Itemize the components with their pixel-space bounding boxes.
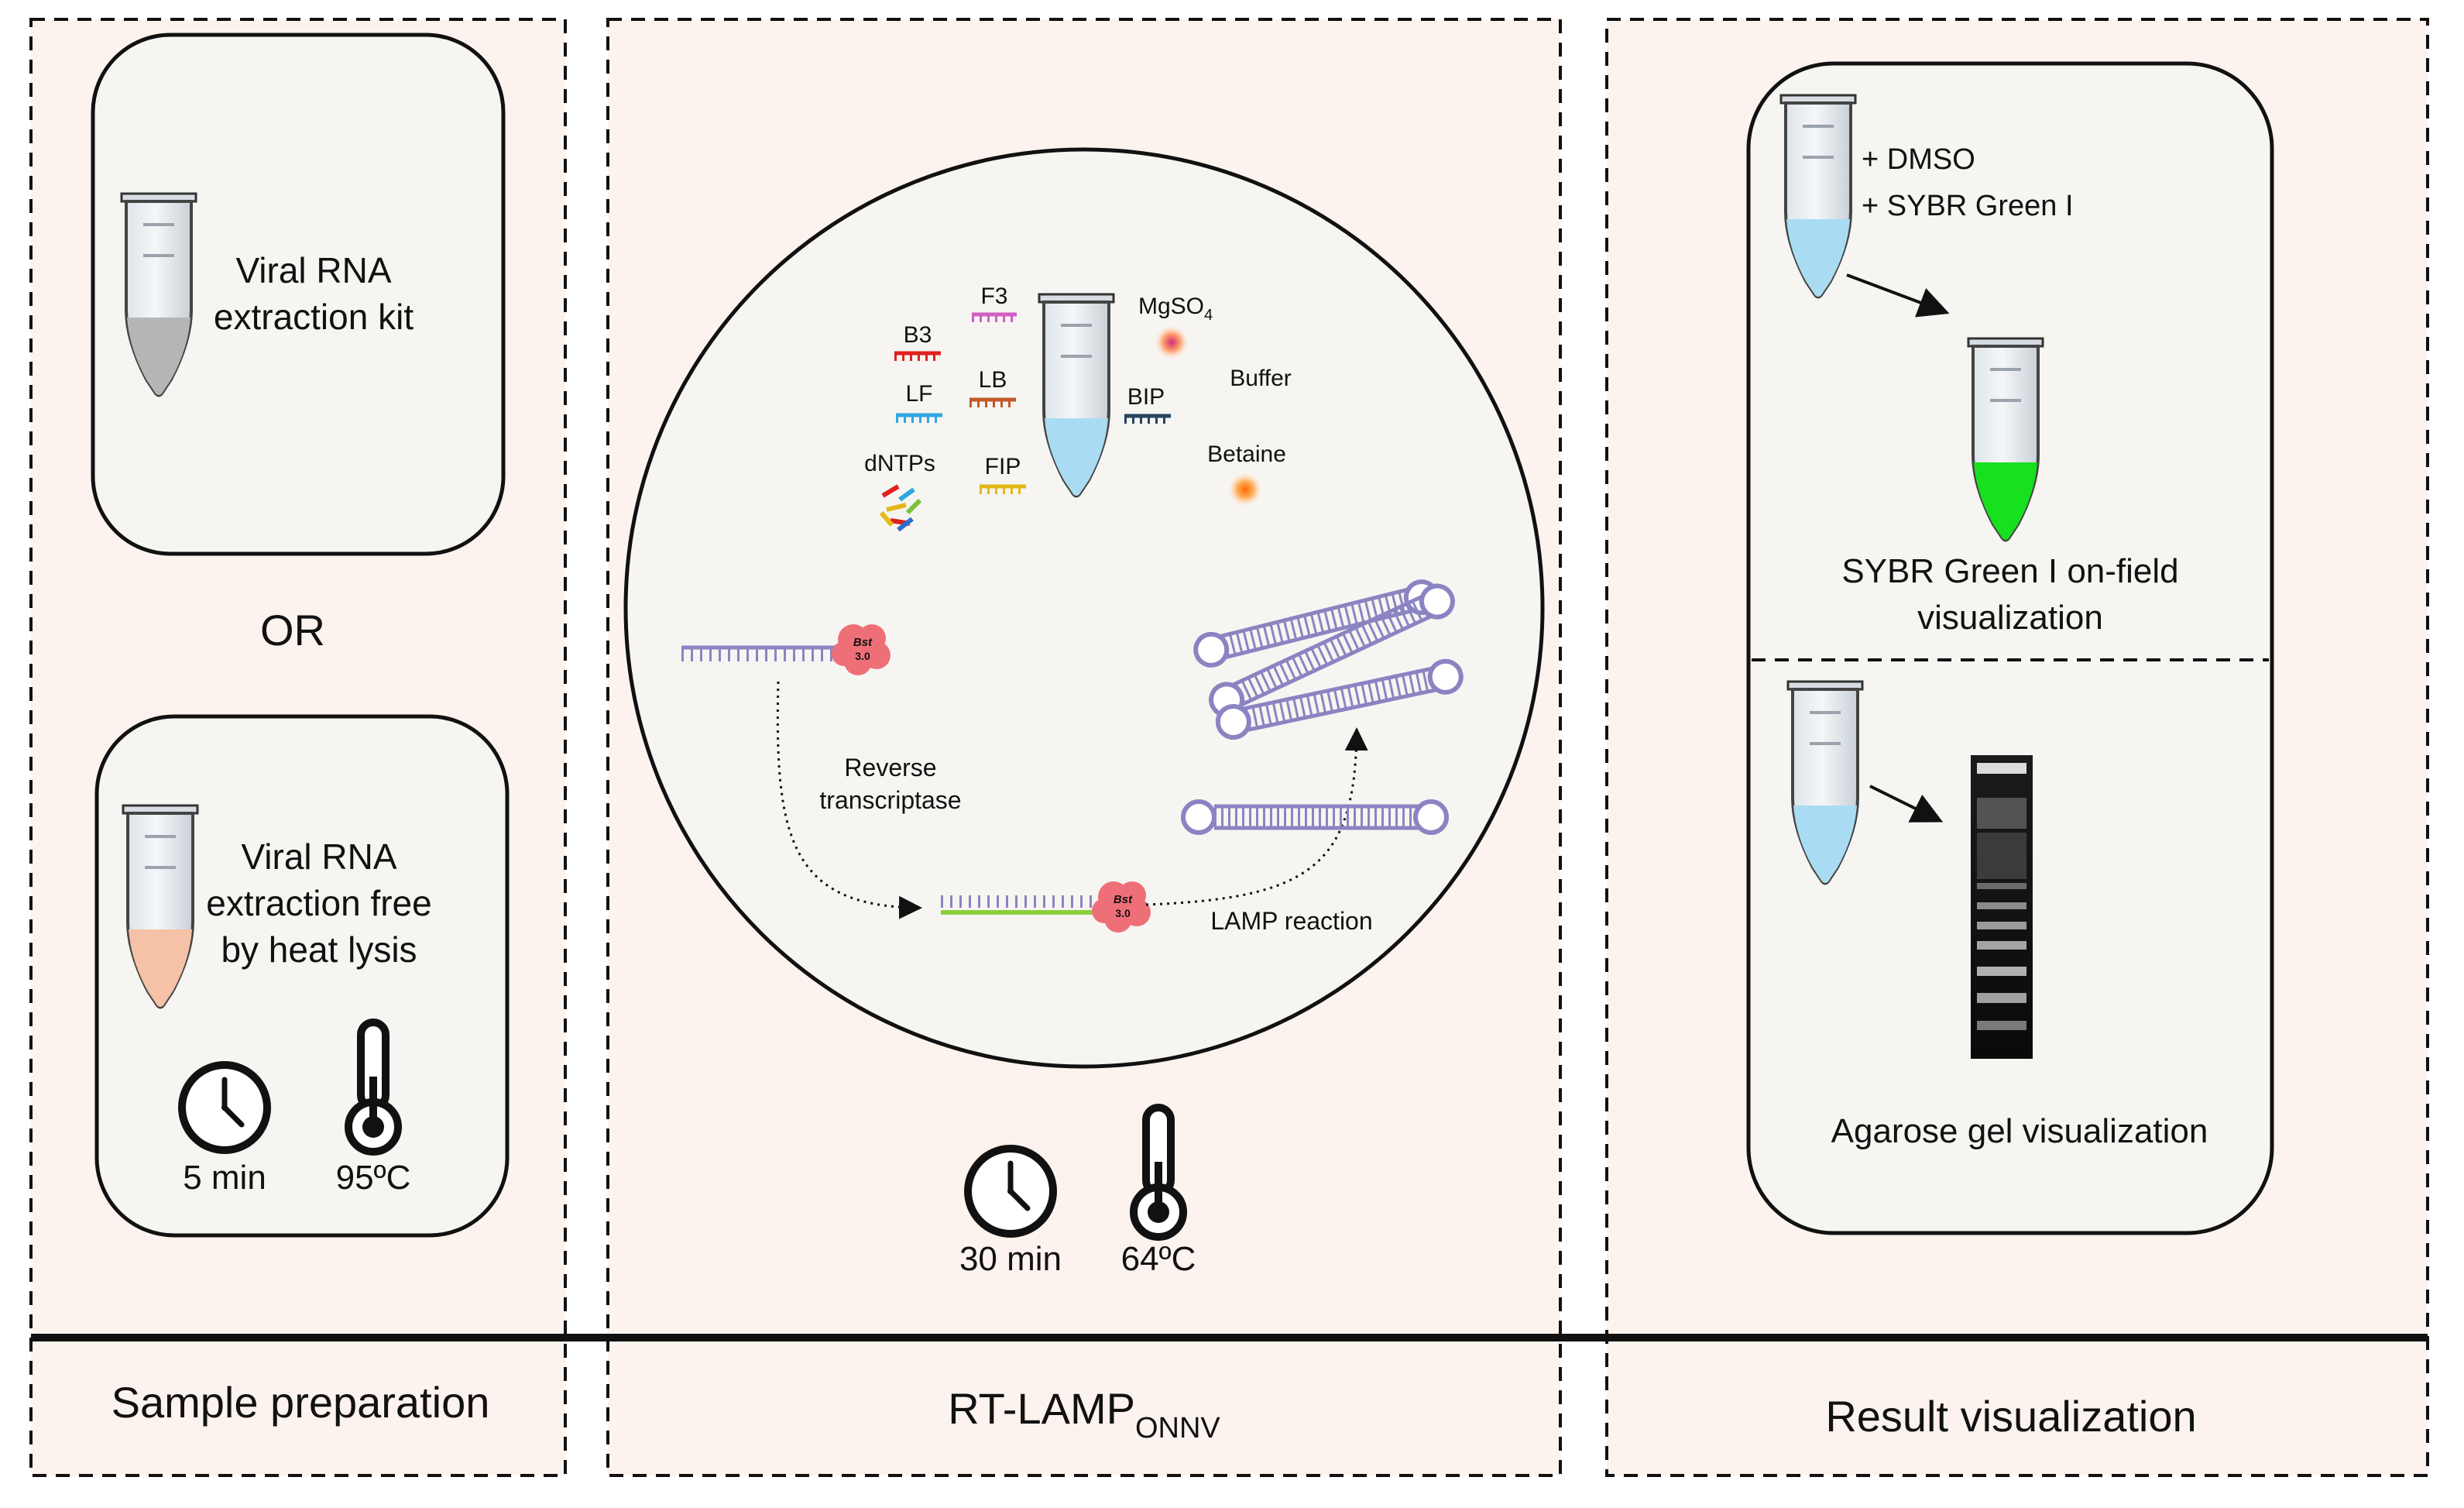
kit-box — [91, 33, 506, 556]
tube-icon — [120, 192, 197, 397]
sybr-label-line2: visualization — [1917, 599, 2103, 637]
reagent-betaine: Betaine — [1207, 441, 1286, 467]
free-label-line1: Viral RNA — [241, 836, 396, 877]
lamp-temp: 64ºC — [1121, 1240, 1196, 1278]
dumbbell-icon — [1215, 658, 1464, 740]
additive-dmso: + DMSO — [1862, 143, 1975, 176]
cdna-strand-icon — [941, 895, 1107, 915]
reaction-circle — [623, 147, 1545, 1069]
betaine-particle-icon — [1228, 472, 1262, 507]
sybr-label-line1: SYBR Green I on-field — [1841, 552, 2178, 590]
reagent-mgso4: MgSO4 — [1138, 294, 1213, 324]
tube-icon — [1038, 293, 1115, 498]
kit-label-line2: extraction kit — [214, 297, 414, 337]
reagent-buffer: Buffer — [1230, 366, 1292, 391]
primer-f3-icon — [972, 312, 1017, 322]
additive-sybr: + SYBR Green I — [1862, 190, 2074, 222]
reagent-b3: B3 — [904, 322, 932, 348]
thermometer-icon — [345, 1019, 402, 1156]
mgso4-subscript: 4 — [1204, 307, 1213, 324]
lamp-time: 30 min — [959, 1240, 1062, 1278]
mgso4-particle-icon — [1155, 325, 1189, 359]
rt-label-line2: transcriptase — [819, 786, 961, 814]
rt-label-line1: Reverse — [844, 754, 936, 781]
footer-rt-lamp-main: RT-LAMP — [948, 1384, 1135, 1433]
enzyme-label-line1: Bst — [853, 636, 873, 649]
enzyme-icon: Bst 3.0 — [832, 624, 891, 675]
gel-label: Agarose gel visualization — [1831, 1112, 2208, 1150]
tube-icon — [1779, 94, 1857, 299]
heat-time: 5 min — [183, 1159, 266, 1197]
dumbbell-icon — [1209, 583, 1455, 718]
footer-sample-preparation: Sample preparation — [112, 1378, 490, 1427]
footer-rt-lamp-subscript: ONNV — [1135, 1412, 1220, 1444]
enzyme-label-line1: Bst — [1114, 893, 1133, 906]
dumbbell-icon — [1181, 799, 1449, 835]
kit-label-line1: Viral RNA — [235, 250, 391, 290]
free-label-line3: by heat lysis — [221, 929, 417, 970]
arrow-icon — [1846, 273, 1950, 318]
tube-icon — [122, 804, 199, 1009]
primer-b3-icon — [894, 351, 941, 361]
gel-lane-icon — [1971, 755, 2033, 1059]
result-box — [1746, 61, 2274, 1235]
dntps-icon — [879, 484, 922, 532]
reagent-lb: LB — [979, 367, 1007, 393]
reagent-fip: FIP — [985, 454, 1021, 479]
rt-arrow-icon — [776, 681, 922, 919]
clock-icon — [178, 1061, 271, 1154]
primer-fip-icon — [980, 484, 1026, 494]
primer-lb-icon — [969, 397, 1016, 407]
primer-lf-icon — [896, 413, 942, 423]
mgso4-text: MgSO — [1138, 294, 1204, 319]
arrow-icon — [1869, 785, 1944, 823]
enzyme-icon: Bst 3.0 — [1092, 881, 1151, 933]
enzyme-label-line2: 3.0 — [1115, 907, 1131, 919]
footer-result-visualization: Result visualization — [1825, 1392, 2196, 1441]
primer-bip-icon — [1124, 414, 1171, 424]
enzyme-label-line2: 3.0 — [855, 650, 870, 662]
or-label: OR — [260, 606, 325, 654]
free-label-line2: extraction free — [206, 883, 431, 923]
tube-icon — [1967, 337, 2044, 542]
tube-icon — [1786, 680, 1864, 885]
reagent-lf: LF — [905, 381, 932, 407]
thermometer-icon — [1130, 1104, 1187, 1241]
reagent-dntps: dNTPs — [864, 451, 935, 476]
reagent-bip: BIP — [1127, 384, 1165, 410]
rna-strand-icon — [681, 645, 844, 661]
reagent-f3: F3 — [980, 283, 1007, 309]
footer-rt-lamp: RT-LAMPONNV — [948, 1384, 1220, 1444]
heat-temp: 95ºC — [336, 1159, 411, 1197]
clock-icon — [964, 1145, 1057, 1238]
lamp-label: LAMP reaction — [1210, 907, 1372, 935]
